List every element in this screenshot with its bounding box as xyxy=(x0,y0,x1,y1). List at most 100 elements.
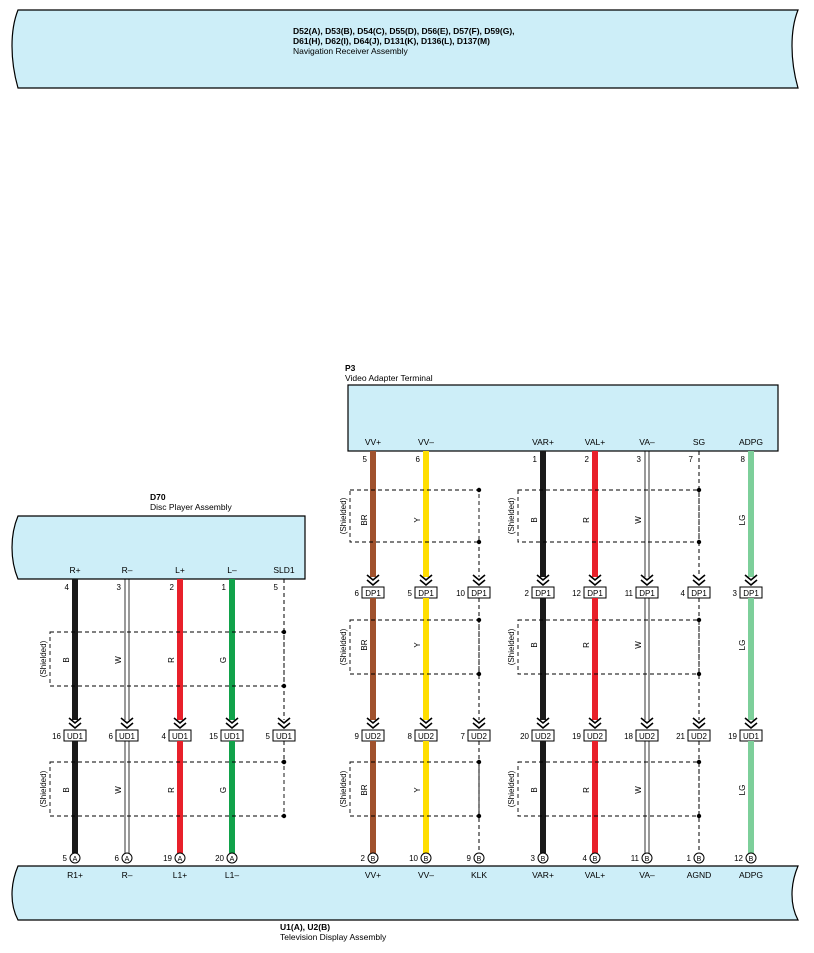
top-pin-number: 1 xyxy=(533,455,538,464)
disc-player-name: Disc Player Assembly xyxy=(150,502,232,512)
connector-pin: 6 xyxy=(355,589,360,598)
bottom-terminal-label: VAL+ xyxy=(585,870,605,880)
bottom-terminal-label: VA– xyxy=(639,870,655,880)
terminal-pin: 11 xyxy=(631,854,640,863)
connector-chevron xyxy=(536,579,550,587)
nav-connectors-line2: D61(H), D62(I), D64(J), D131(K), D136(L)… xyxy=(293,36,490,46)
terminal-pin: 20 xyxy=(215,854,224,863)
shield-label: (Shielded) xyxy=(39,770,48,807)
connector-label: DP1 xyxy=(535,589,551,598)
shield-dot xyxy=(696,487,702,493)
nav-connectors-line1: D52(A), D53(B), D54(C), D55(D), D56(E), … xyxy=(293,26,515,36)
top-terminal-label: VA– xyxy=(639,437,655,447)
connector-chevron xyxy=(744,574,758,582)
shield-box xyxy=(517,761,700,817)
wire-color-code: B xyxy=(530,517,539,522)
connector-pin: 15 xyxy=(209,732,218,741)
terminal-pin: 5 xyxy=(63,854,68,863)
connector-chevron xyxy=(588,574,602,582)
terminal-circle xyxy=(226,852,238,864)
connector-chevron xyxy=(472,574,486,582)
connector-pin: 2 xyxy=(525,589,530,598)
top-terminal-label: R+ xyxy=(69,565,80,575)
terminal-letter: B xyxy=(424,856,429,863)
terminal-pin: 4 xyxy=(583,854,588,863)
video-adapter-name: Video Adapter Terminal xyxy=(345,373,433,383)
shield-dot xyxy=(281,629,287,635)
connector-label: UD2 xyxy=(418,732,435,741)
top-terminal-label: VV+ xyxy=(365,437,381,447)
terminal-letter: B xyxy=(371,856,376,863)
top-pin-number: 2 xyxy=(170,583,175,592)
shield-dot xyxy=(281,813,287,819)
connector-chevron xyxy=(68,717,82,725)
terminal-letter: B xyxy=(749,856,754,863)
shield-label: (Shielded) xyxy=(339,770,348,807)
connector-label: UD1 xyxy=(224,732,241,741)
wire-color-code: Y xyxy=(413,517,422,523)
top-pin-number: 5 xyxy=(274,583,279,592)
terminal-letter: B xyxy=(477,856,482,863)
top-terminal-label: VV– xyxy=(418,437,434,447)
terminal-circle xyxy=(473,852,485,864)
bottom-terminal-label: R1+ xyxy=(67,870,83,880)
top-pin-number: 6 xyxy=(416,455,421,464)
connector-pin: 19 xyxy=(728,732,737,741)
connector-box xyxy=(635,586,659,599)
top-terminal-label: SLD1 xyxy=(273,565,295,575)
video-adapter-code: P3 xyxy=(345,363,356,373)
wire-color-code: Y xyxy=(413,787,422,793)
terminal-pin: 12 xyxy=(734,854,743,863)
shield-label: (Shielded) xyxy=(39,640,48,677)
wire-color-code: W xyxy=(114,656,123,664)
bottom-terminal-label: R– xyxy=(122,870,133,880)
shield-dot xyxy=(696,539,702,545)
shield-dot xyxy=(476,539,482,545)
shield-label: (Shielded) xyxy=(507,497,516,534)
terminal-pin: 9 xyxy=(467,854,472,863)
wire-color-code: B xyxy=(62,787,71,792)
shield-dot xyxy=(696,813,702,819)
connector-pin: 20 xyxy=(520,732,529,741)
terminal-pin: 6 xyxy=(115,854,120,863)
connector-label: DP1 xyxy=(639,589,655,598)
connector-label: DP1 xyxy=(587,589,603,598)
shield-dot xyxy=(281,759,287,765)
top-pin-number: 2 xyxy=(585,455,590,464)
bottom-terminal-label: AGND xyxy=(687,870,712,880)
terminal-circle xyxy=(420,852,432,864)
connector-chevron xyxy=(640,579,654,587)
terminal-letter: A xyxy=(178,856,183,863)
connector-label: DP1 xyxy=(365,589,381,598)
top-terminal-label: R– xyxy=(122,565,133,575)
wire-color-code: LG xyxy=(738,515,747,526)
shield-box xyxy=(517,619,700,675)
wire-color-code: W xyxy=(634,641,643,649)
connector-chevron xyxy=(744,579,758,587)
shield-dot xyxy=(696,671,702,677)
wire-color-code: B xyxy=(62,657,71,662)
wire-color-code: R xyxy=(582,787,591,793)
bottom-terminal-label: VAR+ xyxy=(532,870,554,880)
connector-pin: 10 xyxy=(456,589,465,598)
connector-chevron xyxy=(692,574,706,582)
connector-box xyxy=(115,729,139,742)
video-adapter-terminal: P3 Video Adapter Terminal xyxy=(345,363,779,452)
connector-chevron xyxy=(277,717,291,725)
connector-chevron xyxy=(173,722,187,730)
shield-dot xyxy=(696,759,702,765)
connector-chevron xyxy=(366,574,380,582)
terminal-circle xyxy=(537,852,549,864)
disc-player-assembly: D70 Disc Player Assembly xyxy=(11,492,306,580)
shield-box xyxy=(49,761,285,817)
terminal-letter: B xyxy=(645,856,650,863)
disc-player-box xyxy=(11,515,306,580)
connector-pin: 12 xyxy=(572,589,581,598)
terminal-circle xyxy=(641,852,653,864)
disc-player-code: D70 xyxy=(150,492,166,502)
video-adapter-box xyxy=(347,384,779,452)
connector-pin: 9 xyxy=(355,732,360,741)
connector-chevron xyxy=(173,717,187,725)
connector-label: UD1 xyxy=(743,732,760,741)
wire-color-code: R xyxy=(167,657,176,663)
